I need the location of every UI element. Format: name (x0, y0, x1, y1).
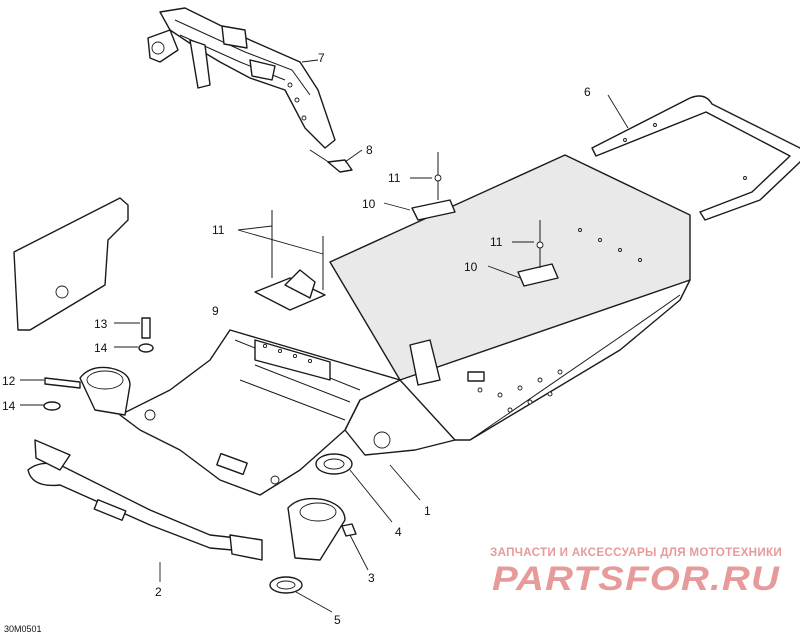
callout-11-upper: 11 (388, 171, 401, 185)
watermark: ЗАПЧАСТИ И АКСЕССУАРЫ ДЛЯ МОТОТЕХНИКИ PA… (490, 545, 782, 598)
tunnel-frame-part-1 (329, 154, 691, 456)
callout-7: 7 (318, 51, 325, 65)
callout-9: 9 (212, 304, 219, 318)
drawing-code: 30M0501 (4, 624, 42, 634)
washer-part-14 (43, 343, 154, 411)
bracket-part-10-upper (411, 199, 456, 221)
bushing-part-4 (315, 453, 353, 475)
ring-part-5 (269, 576, 303, 594)
side-panel (13, 197, 129, 331)
callout-3: 3 (368, 571, 375, 585)
fastener-part-8 (309, 149, 353, 173)
callout-10-upper: 10 (362, 197, 376, 211)
callout-11-left: 11 (212, 223, 225, 237)
bracket-part-9 (254, 269, 331, 381)
bolt-part-12 (44, 377, 81, 389)
callout-4: 4 (395, 525, 402, 539)
rear-bumper-part-7 (147, 7, 336, 149)
watermark-logo: PARTSFOR.RU (492, 560, 781, 598)
callout-2: 2 (155, 585, 162, 599)
callout-14-lower: 14 (2, 399, 16, 413)
callout-13: 13 (94, 317, 108, 331)
bracket-part-10-lower (517, 263, 559, 287)
callout-11-right: 11 (490, 235, 503, 249)
callout-8: 8 (366, 143, 373, 157)
watermark-tagline: ЗАПЧАСТИ И АКСЕССУАРЫ ДЛЯ МОТОТЕХНИКИ (490, 545, 782, 559)
front-post-left (79, 366, 131, 416)
front-post-right (287, 497, 346, 561)
bolt-part-13 (141, 317, 151, 339)
front-bumper-part-2 (27, 439, 263, 561)
callout-1: 1 (424, 504, 431, 518)
nut-part-3 (341, 523, 357, 537)
callout-12: 12 (2, 374, 16, 388)
callout-labels: 1 2 3 4 5 6 7 8 9 10 10 11 11 11 12 13 1… (2, 51, 591, 627)
callout-10-lower: 10 (464, 260, 478, 274)
callout-6: 6 (584, 85, 591, 99)
callout-14-upper: 14 (94, 341, 108, 355)
leader-lines (20, 59, 629, 613)
callout-5: 5 (334, 613, 341, 627)
bolts-part-11 (271, 152, 544, 290)
grab-handle-part-6 (591, 95, 800, 221)
